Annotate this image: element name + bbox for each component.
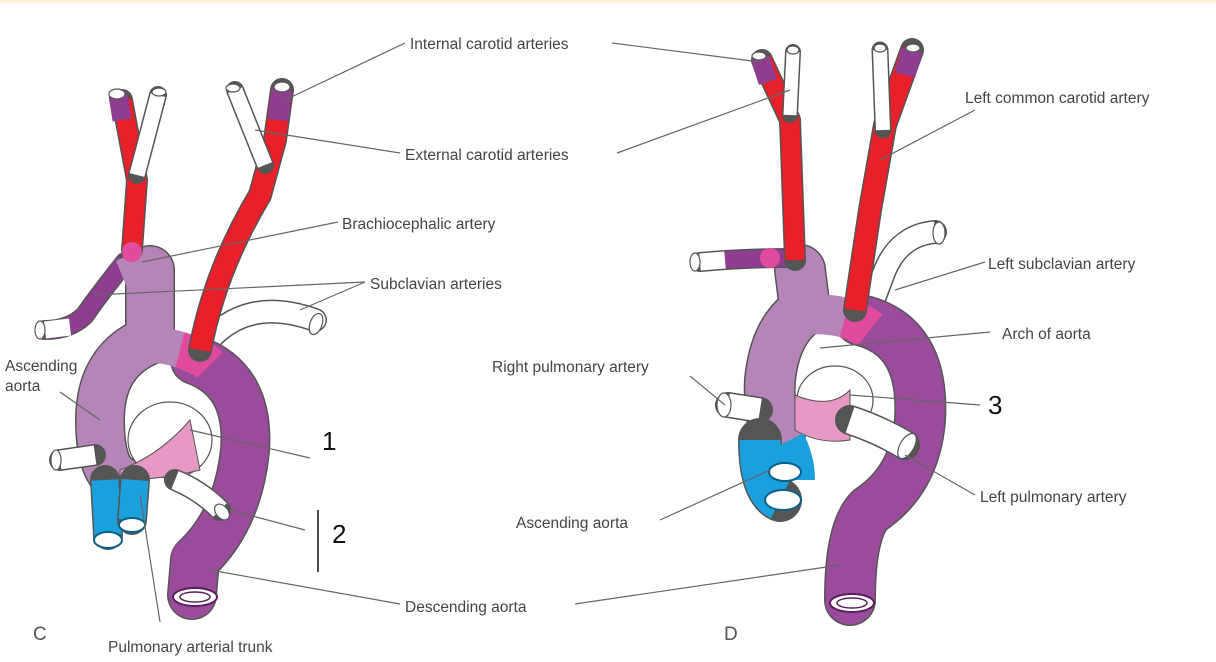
label-pulmonary-trunk: Pulmonary arterial trunk xyxy=(108,639,273,656)
label-left-subclavian: Left subclavian artery xyxy=(988,256,1136,273)
label-left-pulmonary: Left pulmonary artery xyxy=(980,489,1127,506)
label-subclavian: Subclavian arteries xyxy=(370,276,502,293)
label-descending-aorta: Descending aorta xyxy=(405,599,527,616)
label-right-pulmonary: Right pulmonary artery xyxy=(492,359,649,376)
top-border xyxy=(0,0,1216,3)
marker-2: 2 xyxy=(332,519,346,549)
marker-1: 1 xyxy=(322,426,336,456)
label-external-carotid: External carotid arteries xyxy=(405,147,569,164)
label-left-common-carotid: Left common carotid artery xyxy=(965,90,1150,107)
panel-d-illustration xyxy=(689,38,947,626)
panel-c-leaders xyxy=(59,42,406,623)
label-ascending-aorta-c-line1: Ascending xyxy=(5,358,77,375)
panel-label-c: C xyxy=(33,624,47,645)
panel-label-d: D xyxy=(724,624,738,645)
label-internal-carotid: Internal carotid arteries xyxy=(410,36,569,53)
label-ascending-aorta-d: Ascending aorta xyxy=(516,515,628,532)
panel-d-leaders xyxy=(574,42,991,605)
label-arch-of-aorta: Arch of aorta xyxy=(1002,326,1091,343)
marker-3: 3 xyxy=(988,390,1002,420)
label-ascending-aorta-c-line2: aorta xyxy=(5,378,41,395)
label-brachiocephalic: Brachiocephalic artery xyxy=(342,216,496,233)
panel-c-illustration xyxy=(34,78,327,620)
